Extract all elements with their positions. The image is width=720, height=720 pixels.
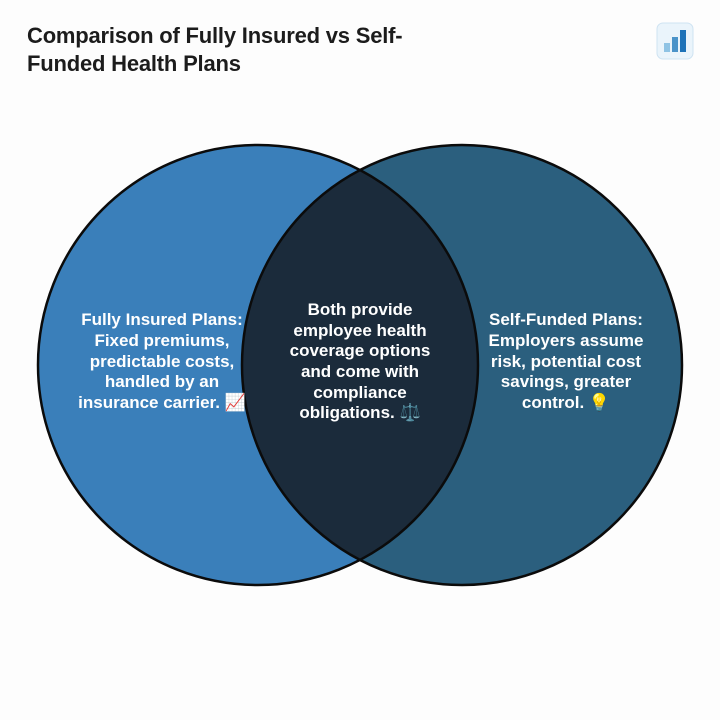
bar-chart-icon [656,22,694,60]
left-circle-text: Fully Insured Plans: Fixed premiums, pre… [78,310,246,413]
right-circle-outline [240,143,684,587]
bar-chart-icon-bar-large [680,30,686,52]
overlap-text: Both provide employee health coverage op… [289,299,431,423]
bar-chart-icon-bar-small [664,43,670,52]
page-title-line-2: Funded Health Plans [27,50,241,76]
page-title-line-1: Comparison of Fully Insured vs Self- [27,23,403,48]
page-title: Comparison of Fully Insured vs Self- Fun… [27,22,507,77]
left-circle-outline [36,143,480,587]
bar-chart-icon-bar-medium [672,37,678,52]
right-circle-text: Self-Funded Plans: Employers assume risk… [488,310,644,413]
overlap-region [242,145,478,585]
